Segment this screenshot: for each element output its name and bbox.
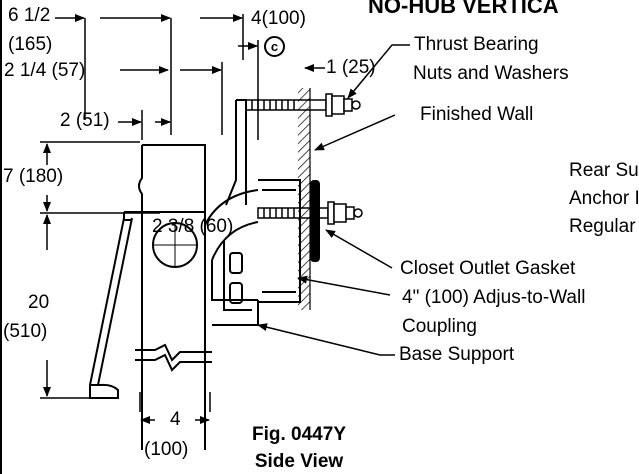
page-title-fragment: NO-HUB VERTICA [368,0,559,18]
dim-outlet-height: 2 3/8 (60) [152,216,234,237]
dim-to-wall-offset: 2 1/4 (57) [4,60,86,81]
callout-finished-wall: Finished Wall [420,104,534,125]
dim-upper-height: 7 (180) [3,166,64,187]
dim-foot-width-mm: (100) [144,439,189,460]
upper-bolt [245,93,361,117]
dim-outlet-setback: 2 (51) [60,110,110,131]
centerline-icon: c [264,36,285,57]
callout-rear-support-line3: Regular [569,216,636,237]
dim-foot-width: 4 [170,409,181,430]
closet-gasket [310,180,320,262]
dimension-lines [43,14,325,424]
lower-bolt [257,201,363,225]
dim-outlet-offset: 4(100) [251,8,306,29]
callout-rear-support-line1: Rear Su [569,160,639,181]
fitting-body [89,99,301,450]
callout-coupling-line1: 4" (100) Adjus-to-Wall [402,287,586,308]
dim-overall-width: 6 1/2 [8,5,51,26]
dim-overall-width-mm: (165) [8,34,53,55]
dim-wall-offset: 1 (25) [326,57,376,78]
dim-lower-height: 20 [28,292,50,313]
callout-base-support: Base Support [399,344,515,365]
figure-caption: Fig. 0447Y [252,424,346,445]
callout-coupling-line2: Coupling [402,316,477,337]
callout-thrust-bearing: Thrust Bearing [414,34,539,55]
callout-closet-gasket: Closet Outlet Gasket [400,258,576,279]
callout-rear-support-line2: Anchor I [569,188,639,209]
leader-lines [257,44,410,356]
callout-nuts-washers: Nuts and Washers [413,63,569,84]
dim-lower-height-mm: (510) [3,321,48,342]
figure-view-caption: Side View [254,451,344,472]
